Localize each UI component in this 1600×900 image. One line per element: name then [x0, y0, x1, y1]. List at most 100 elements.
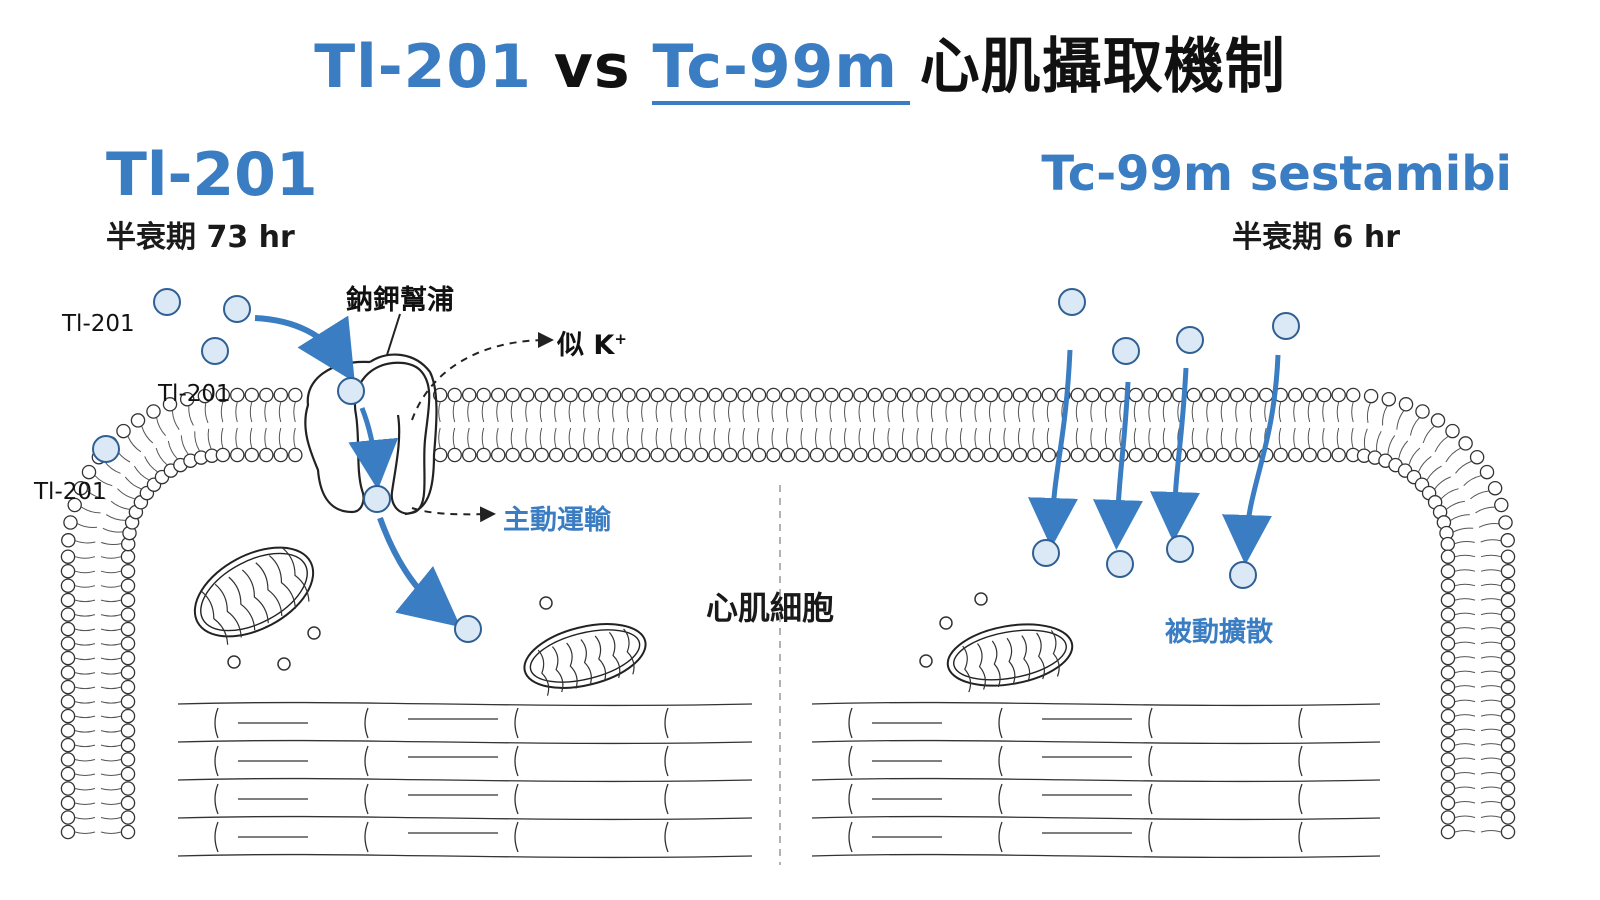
lipid-tail [74, 817, 96, 820]
lipid-tail [510, 427, 514, 449]
lipid-head-outer [1500, 533, 1515, 548]
lipid-head-inner [563, 447, 578, 463]
lipid-head-outer [635, 387, 651, 403]
lipid-head-outer [563, 387, 578, 403]
lipid-head-inner [1012, 447, 1028, 463]
lipid-tail [293, 401, 296, 423]
lipid-tail [1426, 465, 1442, 481]
lipid-head-inner [1440, 636, 1456, 651]
mitochondrion [946, 623, 1074, 693]
lipid-tail [100, 701, 122, 704]
lipid-tail [1450, 514, 1470, 521]
myofibril-line [811, 701, 1381, 707]
lipid-tail [204, 402, 209, 424]
mito-crista [551, 646, 564, 693]
lipid-head-outer [1345, 387, 1361, 403]
lipid-tail [525, 427, 528, 449]
lipid-tail [1454, 830, 1476, 833]
z-disc [1148, 707, 1153, 739]
lipid-head-inner [120, 737, 136, 753]
lipid-head-inner [1440, 536, 1456, 552]
lipid-head-outer [911, 387, 926, 403]
lipid-head-outer [1500, 723, 1516, 738]
lipid-head-inner [1440, 766, 1456, 782]
lipid-head-outer [73, 480, 89, 496]
lipid-head-inner [1085, 447, 1100, 463]
lipid-tail [1409, 417, 1420, 436]
lipid-tail [1003, 427, 1006, 449]
lipid-head-outer [505, 387, 520, 403]
lipid-head-inner [120, 795, 136, 811]
lipid-tail [1480, 772, 1502, 775]
z-disc [214, 783, 219, 815]
lipid-head-inner [519, 447, 535, 463]
lipid-head-inner [1440, 781, 1456, 796]
lipid-head-outer [1316, 387, 1332, 403]
lipid-tail [1322, 401, 1325, 423]
lipid-head-outer [1500, 636, 1516, 651]
lipid-tail [220, 427, 224, 449]
lipid-tail [1480, 641, 1502, 645]
lipid-head-inner [998, 447, 1013, 463]
lipid-head-inner [911, 447, 926, 463]
lipid-head-inner [1440, 549, 1456, 564]
transport-arrows [254, 315, 1281, 628]
lipid-tail [1475, 506, 1495, 514]
lipid-tail [235, 427, 238, 449]
mitochondrion [523, 623, 647, 696]
lipid-head-outer [1186, 387, 1201, 403]
z-disc [848, 821, 853, 853]
lipid-tail [81, 506, 101, 514]
lipid-head-inner [983, 447, 999, 463]
lipid-head-outer [1500, 650, 1516, 666]
lipid-head-inner [606, 447, 622, 463]
lipid-head-outer [998, 387, 1013, 403]
lipid-head-inner [1440, 665, 1456, 680]
lipid-head-outer [1500, 824, 1516, 840]
mitochondria-group [193, 546, 1074, 696]
lipid-head-outer [606, 387, 622, 403]
z-disc [1298, 783, 1303, 815]
lipid-head-outer [490, 387, 506, 403]
mito-crista [214, 583, 242, 638]
lipid-head-inner [1440, 607, 1456, 622]
mito-crista [991, 640, 1001, 688]
lipid-head-outer [1500, 766, 1516, 782]
k-like-label: 似 K+ [557, 323, 627, 362]
lipid-head-inner [1440, 578, 1456, 593]
lipid-head-outer [1500, 737, 1516, 753]
lipid-tail [1454, 656, 1476, 659]
lipid-head-inner [1440, 592, 1456, 608]
lipid-tail [1249, 401, 1253, 423]
lipid-head-outer [621, 387, 636, 403]
lipid-tail [728, 401, 731, 423]
lipid-tail [858, 401, 861, 423]
lipid-tail [74, 585, 96, 588]
lipid-head-outer [1500, 795, 1516, 811]
tracer-particle [1166, 535, 1194, 563]
lipid-head-outer [60, 766, 76, 782]
lipid-tail [220, 401, 224, 423]
lipid-tail [1293, 401, 1296, 423]
tracer-particle [1272, 312, 1300, 340]
lipid-head-inner [1440, 824, 1456, 840]
lipid-head-outer [853, 387, 868, 403]
title-underline [652, 101, 910, 105]
lipid-head-inner [534, 447, 549, 463]
lipid-head-inner [940, 447, 955, 463]
lipid-tail [872, 427, 876, 449]
lipid-head-outer [476, 387, 491, 403]
vesicle [974, 592, 988, 606]
lipid-tail [155, 447, 168, 466]
lipid-head-inner [708, 447, 723, 463]
lipid-tail [1220, 427, 1224, 449]
lipid-tail [74, 773, 96, 776]
lipid-tail [655, 401, 659, 423]
lipid-head-outer [708, 387, 723, 403]
lipid-tail [127, 436, 142, 453]
lipid-head-inner [1027, 447, 1042, 463]
tracer-particle [363, 485, 391, 513]
lipid-tail [1454, 728, 1476, 732]
lipid-tail [74, 643, 96, 646]
